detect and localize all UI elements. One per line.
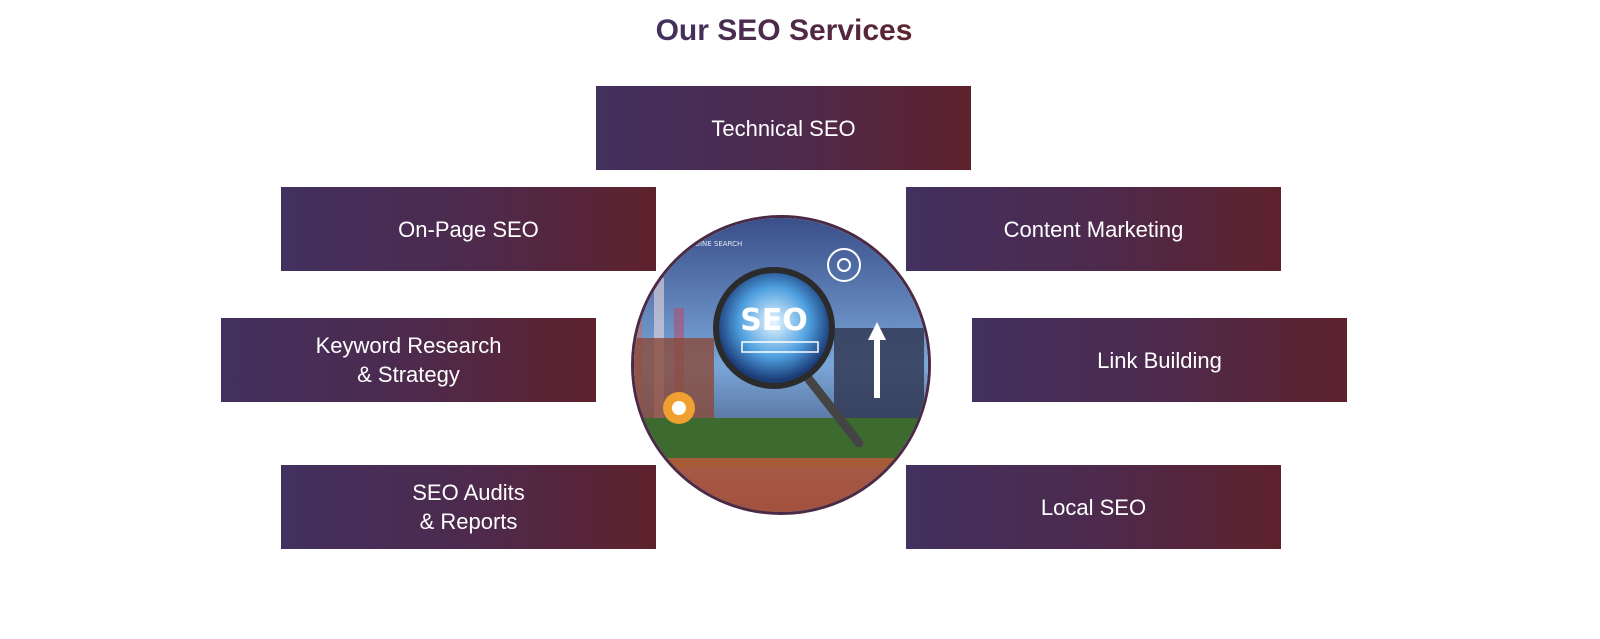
service-seo-audits[interactable]: SEO Audits & Reports [281,465,656,549]
seo-magnifier-illustration-icon: RCH ENGINE SEARCH SEO [634,218,928,512]
service-link-building[interactable]: Link Building [972,318,1347,402]
service-keyword-research[interactable]: Keyword Research & Strategy [221,318,596,402]
service-on-page-seo[interactable]: On-Page SEO [281,187,656,271]
image-caption-fragment: RCH ENGINE SEARCH [668,240,742,248]
service-local-seo[interactable]: Local SEO [906,465,1281,549]
service-technical-seo[interactable]: Technical SEO [596,86,971,170]
page-title: Our SEO Services [0,14,1568,48]
service-content-marketing[interactable]: Content Marketing [906,187,1281,271]
seo-illustration: RCH ENGINE SEARCH SEO [631,215,931,515]
seo-image-text: SEO [740,303,808,338]
